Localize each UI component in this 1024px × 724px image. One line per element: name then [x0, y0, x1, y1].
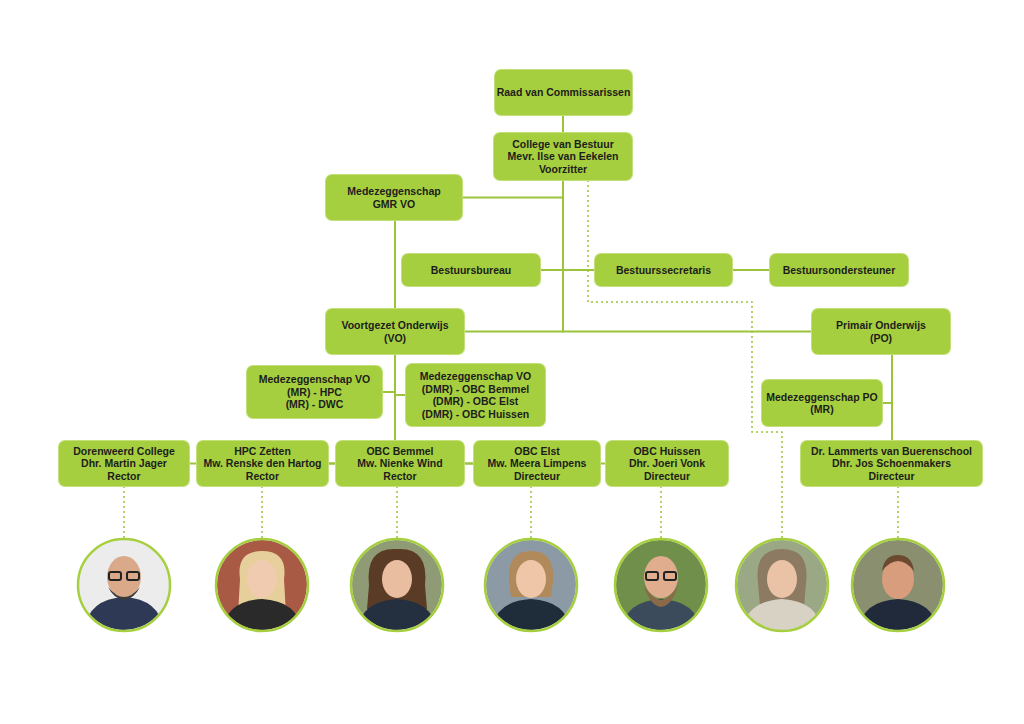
- org-box: HPC ZettenMw. Renske den HartogRector: [197, 441, 328, 486]
- org-box: Medezeggenschap VO(DMR) - OBC Bemmel(DMR…: [406, 364, 545, 426]
- connector-line: [382, 354, 395, 392]
- box-subtext: (MR) - HPC: [287, 386, 342, 399]
- connector-line: [394, 220, 396, 309]
- box-heading: Voortgezet Onderwijs (VO): [330, 319, 460, 344]
- box-subtext: (DMR) - OBC Elst: [433, 395, 519, 408]
- leader-line: [530, 486, 532, 539]
- box-subtext: (DMR) - OBC Huissen: [422, 408, 529, 421]
- box-heading: Medezeggenschap GMR VO: [339, 185, 449, 210]
- box-subtext: Rector: [107, 470, 140, 483]
- box-subtext: Directeur: [644, 470, 690, 483]
- box-subtext: (DMR) - OBC Bemmel: [422, 383, 529, 396]
- portrait-photo: [736, 539, 828, 631]
- connector-line: [395, 354, 406, 395]
- org-box: Raad van Commissarissen: [495, 70, 632, 115]
- connector-line: [732, 269, 770, 271]
- org-box: Bestuursbureau: [402, 254, 540, 286]
- box-subtext: (MR) - DWC: [286, 398, 344, 411]
- org-box: College van BestuurMevr. Ilse van Eekele…: [494, 133, 632, 180]
- box-subtext: Mw. Renske den Hartog: [203, 457, 321, 470]
- org-box: Medezeggenschap PO (MR): [762, 380, 882, 426]
- box-heading: Bestuursbureau: [431, 264, 512, 277]
- box-heading: OBC Huissen: [633, 445, 700, 458]
- box-heading: Dr. Lammerts van Buerenschool: [811, 445, 972, 458]
- org-box: OBC BemmelMw. Nienke WindRector: [336, 441, 464, 486]
- box-subtext: Directeur: [868, 470, 914, 483]
- box-heading: Medezeggenschap VO: [259, 373, 370, 386]
- box-subtext: Mw. Meera Limpens: [488, 457, 587, 470]
- org-box: Bestuurssecretaris: [595, 254, 732, 286]
- portrait-photo: [485, 539, 577, 631]
- box-heading: HPC Zetten: [234, 445, 291, 458]
- box-heading: Medezeggenschap PO (MR): [764, 391, 880, 416]
- leader-line: [261, 486, 263, 539]
- connector-line: [563, 180, 595, 270]
- box-heading: Dorenweerd College: [73, 445, 175, 458]
- portrait-photo: [852, 539, 944, 631]
- leader-lines: [124, 180, 898, 539]
- box-subtext: Mw. Nienke Wind: [357, 457, 442, 470]
- org-box: OBC ElstMw. Meera LimpensDirecteur: [474, 441, 600, 486]
- leader-line: [660, 486, 662, 539]
- box-heading: OBC Bemmel: [366, 445, 433, 458]
- portrait-photo: [78, 539, 170, 631]
- org-box: Primair Onderwijs (PO): [812, 309, 950, 354]
- org-box: Medezeggenschap GMR VO: [326, 175, 462, 220]
- box-heading: Bestuurssecretaris: [616, 264, 711, 277]
- box-heading: Raad van Commissarissen: [497, 86, 631, 99]
- org-box: OBC HuissenDhr. Joeri VonkDirecteur: [606, 441, 728, 486]
- box-heading: Primair Onderwijs (PO): [826, 319, 936, 344]
- box-subtext: Mevr. Ilse van Eekelen: [508, 150, 619, 163]
- portraits: [78, 539, 944, 631]
- connectors: [189, 115, 892, 464]
- box-heading: OBC Elst: [514, 445, 560, 458]
- box-subtext: Voorzitter: [539, 163, 587, 176]
- box-subtext: Dhr. Martin Jager: [81, 457, 167, 470]
- portrait-photo: [615, 539, 707, 631]
- leader-line: [123, 486, 125, 539]
- box-heading: College van Bestuur: [512, 138, 614, 151]
- org-box: Dorenweerd CollegeDhr. Martin JagerRecto…: [59, 441, 189, 486]
- box-subtext: Dhr. Joeri Vonk: [629, 457, 705, 470]
- org-box: Bestuursondersteuner: [770, 254, 908, 286]
- box-heading: Bestuursondersteuner: [783, 264, 896, 277]
- connector-line: [891, 354, 893, 441]
- connector-line: [540, 180, 563, 270]
- org-box: Medezeggenschap VO(MR) - HPC(MR) - DWC: [247, 366, 382, 418]
- box-subtext: Dhr. Jos Schoenmakers: [832, 457, 951, 470]
- box-heading: Medezeggenschap VO: [420, 370, 531, 383]
- org-box: Voortgezet Onderwijs (VO): [326, 309, 464, 354]
- connector-line: [562, 115, 564, 133]
- box-subtext: Rector: [246, 470, 279, 483]
- portrait-photo: [351, 539, 443, 631]
- connector-line: [882, 354, 892, 403]
- portrait-photo: [216, 539, 308, 631]
- leader-line: [396, 486, 398, 539]
- connector-line: [462, 180, 563, 198]
- leader-line: [897, 486, 899, 539]
- leader-line: [588, 180, 782, 539]
- box-subtext: Rector: [383, 470, 416, 483]
- box-subtext: Directeur: [514, 470, 560, 483]
- org-box: Dr. Lammerts van BuerenschoolDhr. Jos Sc…: [801, 441, 982, 486]
